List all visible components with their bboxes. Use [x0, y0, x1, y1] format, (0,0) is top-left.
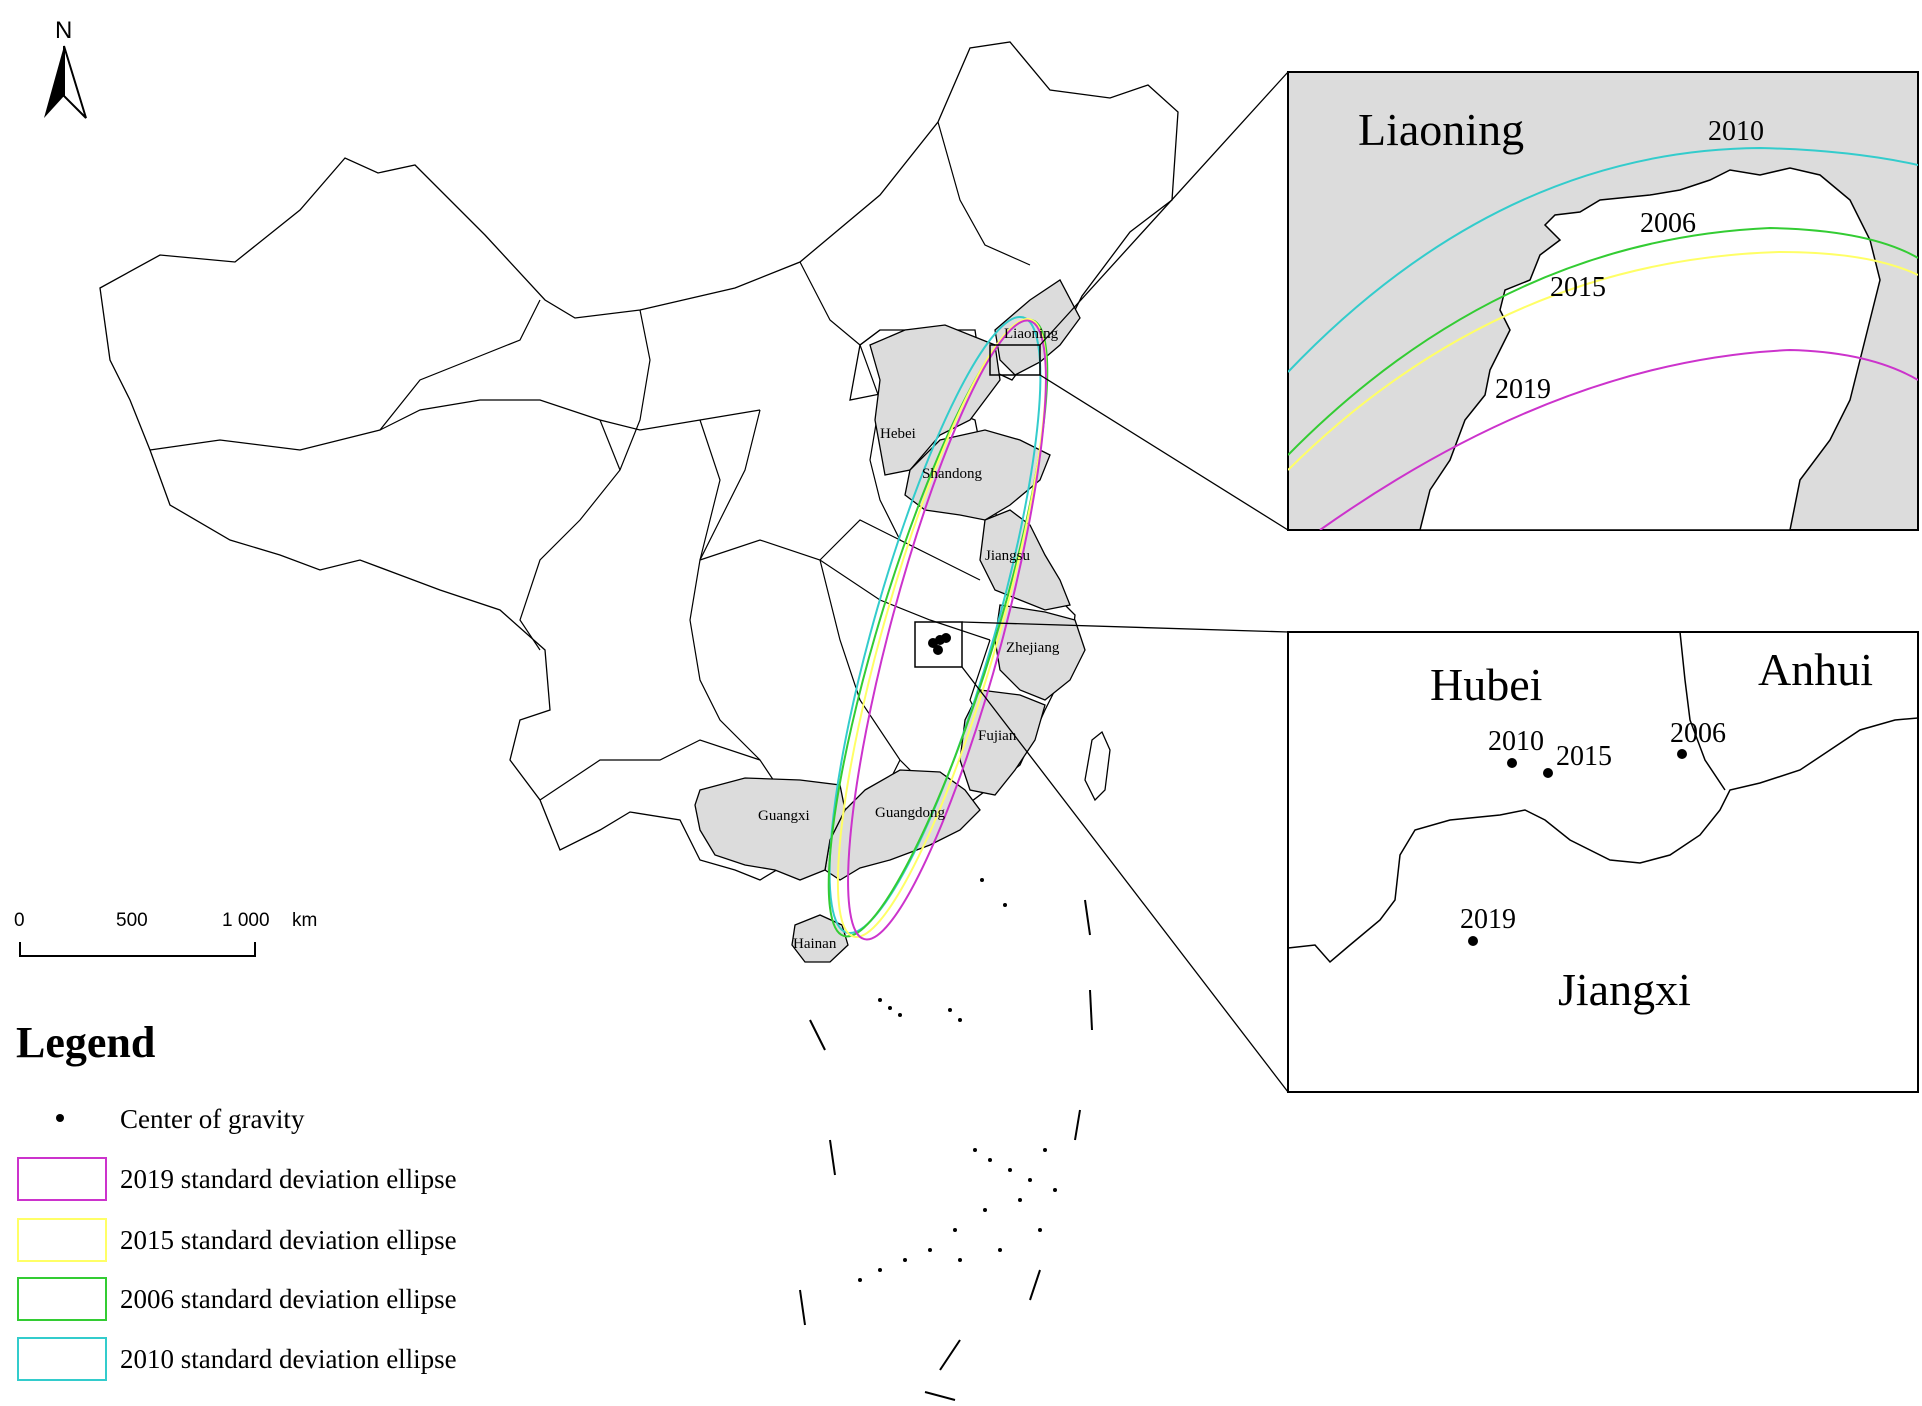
- inset-center-label-2019: 2019: [1460, 904, 1516, 935]
- legend-swatch-2019: [17, 1157, 107, 1201]
- nine-dash-line: [799, 899, 1093, 1401]
- legend-item-2006: 2006 standard deviation ellipse: [120, 1284, 457, 1314]
- inset-center-region-anhui: Anhui: [1758, 644, 1873, 695]
- zoom-box-center: [914, 621, 963, 668]
- inset-north-year-2010: 2010: [1708, 116, 1764, 147]
- std-ellipses: [827, 315, 1049, 941]
- legend-swatch-2006: [17, 1277, 107, 1321]
- south-sea-islands: [858, 878, 1057, 1282]
- province-guangxi: [694, 777, 846, 881]
- label-hebei: Hebei: [880, 426, 916, 442]
- label-liaoning: Liaoning: [1004, 326, 1059, 342]
- label-jiangsu: Jiangsu: [985, 548, 1031, 564]
- scale-label-1000: 1 000: [222, 910, 270, 931]
- inset-north-year-2015: 2015: [1550, 272, 1606, 303]
- label-hainan: Hainan: [793, 936, 837, 952]
- legend-item-center: Center of gravity: [120, 1104, 305, 1134]
- legend-item-2019: 2019 standard deviation ellipse: [120, 1164, 457, 1194]
- inset-center-label-2015: 2015: [1556, 741, 1612, 772]
- inset-center-borders: [1288, 632, 1918, 964]
- legend-swatch-2010: [17, 1337, 107, 1381]
- scale-label-0: 0: [14, 910, 25, 931]
- scale-bar: 0 500 1 000 km: [14, 910, 317, 957]
- inset-north-landmass: [1288, 167, 1881, 531]
- ellipse-2015: [836, 318, 1048, 938]
- china-map: Liaoning Hebei Shandong Jiangsu Zhejiang…: [99, 41, 1179, 1401]
- gravity-point-2019: [1468, 936, 1478, 946]
- label-shandong: Shandong: [922, 466, 983, 482]
- scale-bar-line: [19, 942, 256, 957]
- legend-item-2010: 2010 standard deviation ellipse: [120, 1344, 457, 1374]
- label-guangxi: Guangxi: [758, 808, 810, 824]
- label-guangdong: Guangdong: [875, 805, 945, 821]
- inset-center: Hubei Anhui Jiangxi 2010 2015 2006 2019: [1287, 631, 1919, 1093]
- inset-center-label-2006: 2006: [1670, 718, 1726, 749]
- gravity-point-2010: [1507, 758, 1517, 768]
- north-arrow-icon-half: [63, 45, 87, 119]
- legend-dot-icon: [56, 1114, 64, 1122]
- inset-north-year-2019: 2019: [1495, 374, 1551, 405]
- north-label: N: [55, 17, 72, 44]
- inset-center-label-2010: 2010: [1488, 726, 1544, 757]
- zoom-box-north: [989, 344, 1041, 376]
- inset-center-region-hubei: Hubei: [1430, 659, 1542, 710]
- north-arrow-icon: [44, 46, 64, 118]
- scale-label-unit: km: [292, 910, 317, 931]
- gravity-centers-main: [928, 633, 951, 655]
- inset-liaoning: Liaoning 2010 2006 2015 2019: [1287, 71, 1919, 531]
- legend-swatch-2015: [17, 1218, 107, 1262]
- inset-north-year-2006: 2006: [1640, 208, 1696, 239]
- inset-center-region-jiangxi: Jiangxi: [1558, 964, 1691, 1015]
- inset-north-ellipse-arcs: [1288, 146, 1918, 530]
- gravity-point-2015: [1543, 768, 1553, 778]
- taiwan: [1084, 730, 1111, 802]
- inset-north-title: Liaoning: [1358, 104, 1524, 155]
- label-zhejiang: Zhejiang: [1006, 640, 1060, 656]
- legend: Legend Center of gravity 2019 standard d…: [16, 1018, 457, 1381]
- label-fujian: Fujian: [978, 728, 1017, 744]
- inset-center-points: [1468, 749, 1687, 946]
- legend-title: Legend: [16, 1018, 155, 1067]
- gravity-point-2006: [1677, 749, 1687, 759]
- scale-label-500: 500: [116, 910, 148, 931]
- inset-leader-lines: [961, 71, 1289, 1093]
- ellipse-2019: [847, 319, 1047, 941]
- inset-center-frame: [1287, 631, 1919, 1093]
- north-arrow: N: [44, 17, 87, 119]
- legend-item-2015: 2015 standard deviation ellipse: [120, 1225, 457, 1255]
